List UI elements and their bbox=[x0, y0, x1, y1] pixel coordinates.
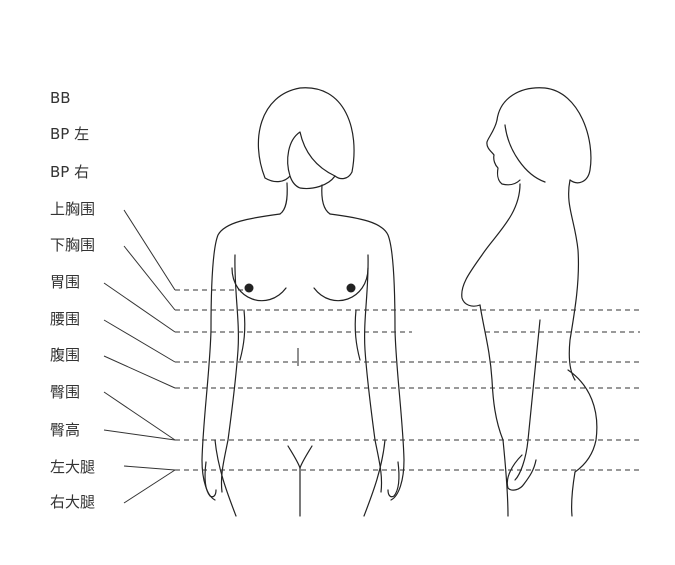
label-left-thigh: 左大腿 bbox=[50, 458, 96, 476]
label-right-thigh: 右大腿 bbox=[50, 493, 96, 511]
front-hair bbox=[257, 87, 355, 183]
front-left-breast bbox=[231, 267, 287, 302]
side-leg-back bbox=[571, 471, 576, 517]
side-hair bbox=[496, 87, 592, 184]
front-left-leg bbox=[214, 439, 237, 517]
front-face bbox=[287, 131, 336, 190]
front-neck bbox=[279, 182, 288, 215]
label-bb: BB bbox=[50, 89, 71, 107]
side-face bbox=[486, 119, 521, 186]
label-hip: 臀围 bbox=[50, 383, 81, 401]
side-figure bbox=[461, 87, 598, 517]
side-buttock bbox=[567, 369, 598, 473]
label-hip-height: 臀高 bbox=[50, 421, 81, 439]
measurement-lines bbox=[175, 309, 640, 471]
front-right-leg bbox=[363, 439, 386, 517]
side-leg-front bbox=[502, 439, 509, 517]
side-chest bbox=[461, 183, 521, 307]
side-arm bbox=[514, 319, 541, 481]
front-right-nipple bbox=[346, 283, 356, 293]
label-stomach: 胃围 bbox=[50, 273, 81, 291]
label-upper-chest: 上胸围 bbox=[50, 200, 96, 218]
label-under-bust: 下胸围 bbox=[50, 236, 96, 254]
label-bp-left: BP 左 bbox=[50, 125, 90, 143]
front-left-side bbox=[201, 213, 281, 501]
front-crotch bbox=[287, 445, 313, 469]
front-right-side bbox=[329, 213, 405, 501]
leader-lines bbox=[103, 209, 245, 504]
label-bp-right: BP 右 bbox=[50, 163, 90, 181]
front-figure bbox=[201, 87, 405, 517]
side-back bbox=[568, 179, 580, 381]
label-belly: 腹围 bbox=[50, 346, 81, 364]
front-right-breast bbox=[313, 267, 369, 302]
front-left-nipple bbox=[244, 283, 254, 293]
label-waist: 腰围 bbox=[50, 310, 81, 328]
